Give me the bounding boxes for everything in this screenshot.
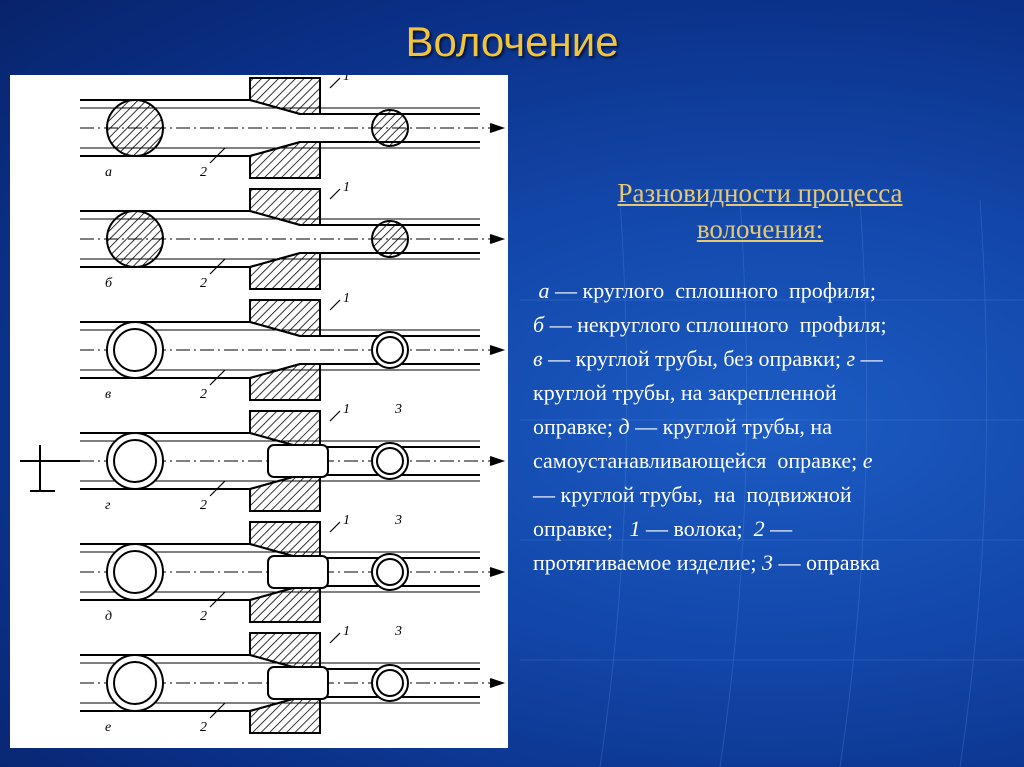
description-line: оправке; 1 — волока; 2 — xyxy=(533,512,1003,546)
callout-number: 1 xyxy=(343,291,350,306)
callout-number: 2 xyxy=(200,165,207,180)
legend-key: е xyxy=(862,448,873,473)
callout-number: 3 xyxy=(394,513,402,528)
drawing-row xyxy=(80,188,506,290)
legend-text: — круглого сплошного профиля; xyxy=(549,278,876,303)
callout-number: 1 xyxy=(343,75,350,84)
legend-text: круглой трубы, на закрепленной xyxy=(533,380,837,405)
callout-number: 1 xyxy=(343,624,350,639)
description-line: б — некруглого сплошного профиля; xyxy=(533,308,1003,342)
description-line: — круглой трубы, на подвижной xyxy=(533,478,1003,512)
row-label: в xyxy=(105,387,111,402)
row-label: г xyxy=(105,498,111,513)
drawing-row xyxy=(80,521,506,623)
legend-key: б xyxy=(533,312,545,337)
subtitle-line-1: Разновидности процесса xyxy=(617,178,903,208)
description-line: протягиваемое изделие; 3 — оправка xyxy=(533,546,1003,580)
legend-text: — некруглого сплошного профиля; xyxy=(544,312,887,337)
description-line: самоустанавливающейся оправке; е xyxy=(533,444,1003,478)
legend-text: — круглой трубы, на подвижной xyxy=(533,482,852,507)
legend-text: — круглой трубы, на xyxy=(629,414,832,439)
slide-title: Волочение xyxy=(405,18,619,65)
drawing-row xyxy=(20,410,506,512)
callout-number: 3 xyxy=(394,624,402,639)
callout-number: 2 xyxy=(200,387,207,402)
subtitle: Разновидности процесса волочения: xyxy=(540,175,980,247)
legend-text: — xyxy=(764,516,793,541)
drawing-row xyxy=(80,632,506,734)
legend-key: в xyxy=(533,346,543,371)
legend-text: оправке; xyxy=(533,516,630,541)
legend-key: 3 xyxy=(761,550,773,575)
row-label: е xyxy=(105,720,111,735)
description-line: круглой трубы, на закрепленной xyxy=(533,376,1003,410)
callout-number: 3 xyxy=(394,402,402,417)
row-label: д xyxy=(105,609,112,624)
drawing-diagram: а 1 2 б 1 2 в 1 2 г 1 3 2 д 1 3 2 е 1 3 2 xyxy=(20,69,506,735)
legend-key: д xyxy=(618,414,630,439)
legend-text: протягиваемое изделие; xyxy=(533,550,762,575)
callout-number: 1 xyxy=(343,513,350,528)
subtitle-line-2: волочения: xyxy=(696,214,824,244)
legend-text: — xyxy=(855,346,883,371)
description-text: а — круглого сплошного профиля;б — некру… xyxy=(533,274,1003,580)
callout-number: 2 xyxy=(200,498,207,513)
legend-text: — волока; xyxy=(640,516,754,541)
callout-number: 1 xyxy=(343,180,350,195)
row-label: а xyxy=(105,165,112,180)
description-line: оправке; д — круглой трубы, на xyxy=(533,410,1003,444)
description-line: в — круглой трубы, без оправки; г — xyxy=(533,342,1003,376)
drawing-row xyxy=(80,77,506,179)
callout-number: 2 xyxy=(200,609,207,624)
legend-text: — оправка xyxy=(772,550,881,575)
drawing-diagram-panel: а 1 2 б 1 2 в 1 2 г 1 3 2 д 1 3 2 е 1 3 2 xyxy=(10,69,508,748)
legend-key: 1 xyxy=(629,516,641,541)
row-label: б xyxy=(105,276,113,291)
legend-key: г xyxy=(846,346,856,371)
drawing-row xyxy=(80,299,506,401)
callout-number: 2 xyxy=(200,720,207,735)
callout-number: 2 xyxy=(200,276,207,291)
description-line: а — круглого сплошного профиля; xyxy=(533,274,1003,308)
callout-number: 1 xyxy=(343,402,350,417)
legend-text: оправке; xyxy=(533,414,619,439)
legend-text: самоустанавливающейся оправке; xyxy=(533,448,863,473)
legend-text: — круглой трубы, без оправки; xyxy=(542,346,847,371)
legend-key: 2 xyxy=(753,516,765,541)
legend-key: а xyxy=(533,278,550,303)
